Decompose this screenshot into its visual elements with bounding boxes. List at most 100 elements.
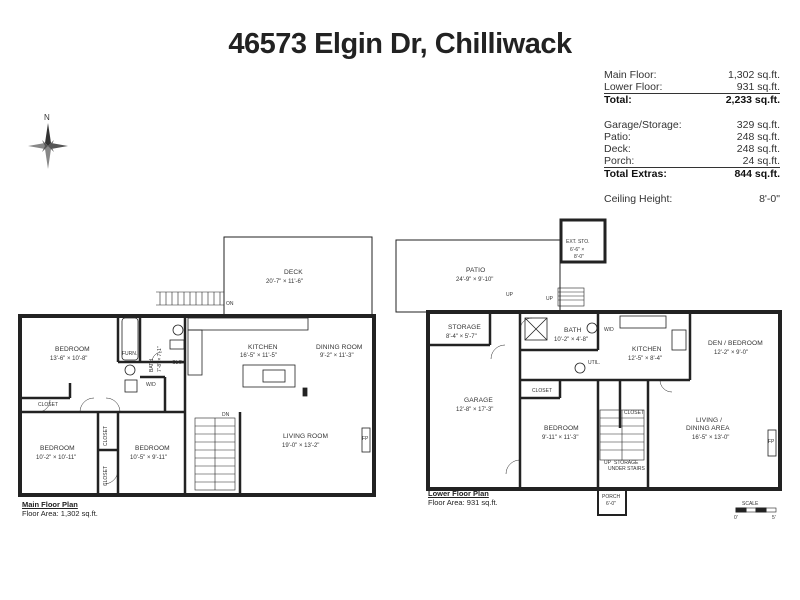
closet-label: CLO. xyxy=(172,360,184,366)
room-name: KITCHEN xyxy=(632,346,662,353)
north-label: N xyxy=(44,113,50,122)
area-row-ceiling: Ceiling Height:8'-0" xyxy=(604,193,780,205)
room-name: BEDROOM xyxy=(135,445,170,452)
compass-star xyxy=(42,140,54,152)
room-dimensions: 6'-6" × xyxy=(570,247,584,253)
plan-area: Floor Area: 931 sq.ft. xyxy=(428,498,498,507)
room-dimensions: 10'-5" × 9'-11" xyxy=(130,455,167,461)
deck-outline xyxy=(223,236,373,316)
main-floor-labels: DECK 20'-7" × 11'-6" ON BEDROOM 13'-6" ×… xyxy=(36,269,369,486)
room-name: DINING ROOM xyxy=(316,344,363,351)
area-value: 2,233 sq.ft. xyxy=(725,94,780,106)
scale-zero: 0' xyxy=(734,515,738,521)
main-stairs xyxy=(194,417,236,491)
room-dimensions: 16'-5" × 13'-0" xyxy=(692,435,729,441)
room-dimensions: 24'-9" × 9'-10" xyxy=(456,277,493,283)
north-arrow-compass: N xyxy=(28,113,68,169)
storage-label: UNDER STAIRS xyxy=(608,466,646,472)
room-dimensions: 20'-7" × 11'-6" xyxy=(266,279,303,285)
patio-outline xyxy=(395,239,561,313)
porch-outline xyxy=(597,488,627,516)
plan-area: Floor Area: 1,302 sq.ft. xyxy=(22,509,98,518)
area-row-garage: Garage/Storage: 329 sq.ft. xyxy=(604,119,780,131)
plan-title: Main Floor Plan xyxy=(22,500,78,509)
area-value: 329 sq.ft. xyxy=(736,119,780,131)
area-value: 248 sq.ft. xyxy=(736,131,780,143)
plan-title: Lower Floor Plan xyxy=(428,489,489,498)
room-dimensions: 9'-2" × 11'-3" xyxy=(320,353,354,359)
room-name: GARAGE xyxy=(464,397,493,404)
main-interior-walls xyxy=(20,316,242,495)
closet-label: CLOSET xyxy=(532,388,552,394)
area-label: Porch: xyxy=(604,155,635,167)
room-name: DEN / BEDROOM xyxy=(708,340,763,347)
room-name: DINING AREA xyxy=(686,425,730,432)
room-name: STORAGE xyxy=(448,324,481,331)
area-value: 931 sq.ft. xyxy=(736,81,780,93)
main-floor-plan xyxy=(18,236,376,497)
ext-storage-outline xyxy=(559,218,607,264)
compass-needle-east xyxy=(48,143,68,149)
room-dimensions: 12'-5" × 8'-4" xyxy=(628,356,662,362)
lower-floor-plan xyxy=(395,218,782,516)
room-name: BEDROOM xyxy=(40,445,75,452)
lower-floor-plan-caption: Lower Floor Plan Floor Area: 931 sq.ft. xyxy=(428,489,498,507)
room-name: LIVING ROOM xyxy=(283,433,328,440)
closet-label: CLOSET xyxy=(103,426,109,446)
area-value: 8'-0" xyxy=(759,193,780,205)
area-label: Garage/Storage: xyxy=(604,119,682,131)
room-name: BEDROOM xyxy=(544,425,579,432)
stairs-up-label: UP xyxy=(546,296,554,302)
closet-label: CLOSET xyxy=(38,402,58,408)
area-value: 1,302 sq.ft. xyxy=(728,69,780,81)
room-dimensions: 10'-2" × 4'-8" xyxy=(554,337,588,343)
area-label: Total Extras: xyxy=(604,168,667,180)
area-row-patio: Patio:248 sq.ft. xyxy=(604,131,780,143)
utility-label: UTIL. xyxy=(588,360,600,366)
lower-floor-labels: EXT. STO. 6'-6" × 8'-0" PATIO 24'-9" × 9… xyxy=(446,239,776,521)
stairs-down-label: DN xyxy=(222,412,230,418)
room-name: EXT. STO. xyxy=(566,239,590,245)
area-summary-table: Main Floor: 1,302 sq.ft. Lower Floor: 931 … xyxy=(604,69,780,205)
room-dimensions: 12'-2" × 9'-0" xyxy=(714,350,748,356)
scale-label: SCALE xyxy=(742,501,759,507)
room-dimensions: 8'-4" × 5'-7" xyxy=(446,334,477,340)
patio-stairs xyxy=(557,287,585,307)
area-label: Main Floor: xyxy=(604,69,657,81)
area-row-extras: Total Extras:844 sq.ft. xyxy=(604,168,780,180)
fireplace-label: FP xyxy=(768,439,775,445)
compass-needle-south xyxy=(45,146,51,169)
area-value: 24 sq.ft. xyxy=(742,155,780,167)
fireplace-label: FP xyxy=(362,436,369,442)
scale-five: 5' xyxy=(772,515,776,521)
lower-fixtures xyxy=(524,315,687,374)
room-dimensions: 16'-5" × 11'-5" xyxy=(240,353,277,359)
area-value: 248 sq.ft. xyxy=(736,143,780,155)
room-name: LIVING / xyxy=(696,417,722,424)
main-exterior-wall xyxy=(18,314,376,497)
storage-label: STORAGE xyxy=(614,460,639,466)
room-name: BATH xyxy=(564,327,582,334)
closet-label: CLOSET xyxy=(624,410,644,416)
deck-stairs xyxy=(156,291,224,306)
lower-interior-walls xyxy=(428,312,692,489)
lower-fireplace xyxy=(767,429,777,457)
area-row-main: Main Floor: 1,302 sq.ft. xyxy=(604,69,780,81)
bath-dimensions: 7'-8" × 7'-1" xyxy=(157,346,163,372)
room-name: DECK xyxy=(284,269,303,276)
bath-fixtures xyxy=(121,317,185,393)
scale-bar xyxy=(735,507,777,513)
room-dimensions: 9'-11" × 11'-3" xyxy=(542,435,579,441)
room-dimensions: 12'-8" × 17'-3" xyxy=(456,407,493,413)
area-row-total: Total:2,233 sq.ft. xyxy=(604,94,780,106)
room-dimensions: 10'-2" × 10'-11" xyxy=(36,455,76,461)
page-title: 46573 Elgin Dr, Chilliwack xyxy=(228,28,572,60)
room-dimensions: 6'-0" xyxy=(606,501,616,507)
area-label: Lower Floor: xyxy=(604,81,663,93)
bath-label: BATH xyxy=(149,359,155,372)
room-dimensions: 19'-0" × 13'-2" xyxy=(282,443,319,449)
area-row-porch: Porch: 24 sq.ft. xyxy=(604,155,780,168)
room-dimensions: 13'-6" × 10'-8" xyxy=(50,356,87,362)
main-door-swings xyxy=(37,351,163,485)
